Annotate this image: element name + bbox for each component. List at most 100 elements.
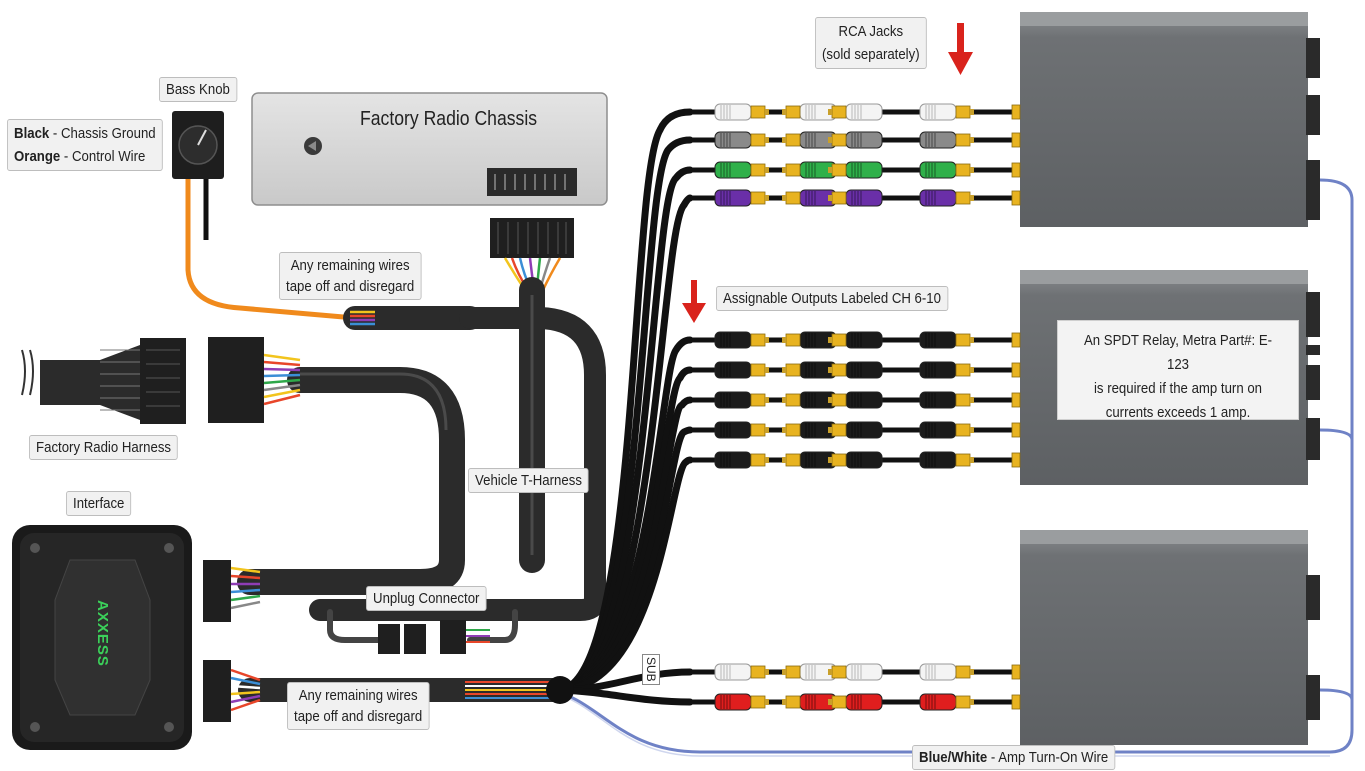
- rca-top-2-extender-left-b: [828, 161, 883, 179]
- blue-white-color: Blue/White: [919, 749, 988, 766]
- rca-assignable-0-extender-right: [919, 331, 974, 349]
- rca-assignable-1-row: [690, 361, 1021, 379]
- rca-assignable-2-extender-left: [782, 391, 837, 409]
- rca-assignable-4-amp-jack: [1011, 452, 1021, 468]
- rca-sub-0-plug-in: [714, 663, 769, 681]
- remaining-wires-bottom-label: Any remaining wires tape off and disrega…: [287, 682, 430, 730]
- orange-wire-desc: - Control Wire: [60, 148, 146, 165]
- rca-top-1-extender-left-b: [828, 131, 883, 149]
- rca-sub-0-extender-right: [919, 663, 974, 681]
- rca-assignable-2-extender-left-b: [828, 391, 883, 409]
- rca-assignable-2-extender-right: [919, 391, 974, 409]
- rca-top-0-extender-left: [782, 103, 837, 121]
- rca-assignable-0-row: [690, 331, 1021, 349]
- rca-sub-1-amp-jack: [1011, 694, 1021, 710]
- rca-top-3-extender-right: [919, 189, 974, 207]
- remaining-wires-top-label: Any remaining wires tape off and disrega…: [279, 252, 422, 300]
- rca-sub-1-row: [690, 693, 1021, 711]
- rca-jacks-line1: RCA Jacks: [838, 23, 904, 40]
- assignable-outputs-label: Assignable Outputs Labeled CH 6-10: [716, 286, 949, 311]
- rca-assignable-0-plug-in: [714, 331, 769, 349]
- factory-radio-chassis-title: Factory Radio Chassis: [360, 108, 538, 130]
- amplifier-top: [1020, 12, 1320, 227]
- relay-note-line1: An SPDT Relay, Metra Part#: E-123: [1083, 332, 1273, 373]
- relay-note: An SPDT Relay, Metra Part#: E-123 is req…: [1057, 320, 1299, 421]
- rca-sub-0-extender-left: [782, 663, 837, 681]
- rca-top-2-plug-in: [714, 161, 769, 179]
- rca-fan-cables: [556, 108, 694, 706]
- rca-assignable-3-plug-in: [714, 421, 769, 439]
- bass-knob-label: Bass Knob: [159, 77, 237, 102]
- rca-top-0-extender-right: [919, 103, 974, 121]
- factory-radio-harness-label: Factory Radio Harness: [29, 435, 179, 460]
- interface-connector-bottom: [203, 660, 261, 722]
- red-arrow-assignable: [682, 280, 706, 323]
- wire-tails-top: [350, 310, 375, 326]
- t-harness-connector: [208, 337, 301, 423]
- interface-logo: AXXESS: [94, 600, 111, 667]
- amp-turn-on-desc: - Amp Turn-On Wire: [987, 749, 1109, 766]
- rca-top-1-row: [690, 131, 1021, 149]
- rca-top-1-extender-left: [782, 131, 837, 149]
- rca-sub-1-extender-left-b: [828, 693, 883, 711]
- rca-assignable-4-row: [690, 451, 1021, 469]
- rca-sub-1-plug-in: [714, 693, 769, 711]
- rca-top-0-row: [690, 103, 1021, 121]
- rca-assignable-3-extender-left: [782, 421, 837, 439]
- rca-top-1-extender-right: [919, 131, 974, 149]
- rca-sub-0-extender-left-b: [828, 663, 883, 681]
- loom-highlights: [300, 295, 534, 555]
- rca-assignable-2-amp-jack: [1011, 392, 1021, 408]
- rca-top-0-amp-jack: [1011, 104, 1021, 120]
- remaining-wires-bottom-line1: Any remaining wires: [298, 687, 418, 704]
- rca-assignable-1-plug-in: [714, 361, 769, 379]
- remaining-wires-bottom-line2: tape off and disregard: [294, 708, 423, 725]
- rca-top-1-plug-in: [714, 131, 769, 149]
- rca-top-3-amp-jack: [1011, 190, 1021, 206]
- rca-top-1-amp-jack: [1011, 132, 1021, 148]
- rca-top-2-row: [690, 161, 1021, 179]
- interface-module: [12, 525, 192, 750]
- vehicle-t-harness-label: Vehicle T-Harness: [468, 468, 589, 493]
- orange-wire-color: Orange: [14, 148, 61, 165]
- rca-top-0-extender-left-b: [828, 103, 883, 121]
- rca-assignable-0-amp-jack: [1011, 332, 1021, 348]
- amp-turn-on-wire-label: Blue/White - Amp Turn-On Wire: [912, 745, 1116, 770]
- red-arrow-rca: [948, 23, 973, 75]
- rca-sub-0-amp-jack: [1011, 664, 1021, 680]
- rca-assignable-3-extender-left-b: [828, 421, 883, 439]
- rca-assignable-4-extender-right: [919, 451, 974, 469]
- interface-label: Interface: [66, 491, 132, 516]
- fan-bundle-boot: [546, 676, 574, 704]
- factory-radio-harness: [21, 338, 186, 424]
- rca-top-3-extender-left: [782, 189, 837, 207]
- rca-top-3-extender-left-b: [828, 189, 883, 207]
- rca-assignable-3-amp-jack: [1011, 422, 1021, 438]
- remaining-wires-top-line1: Any remaining wires: [290, 257, 410, 274]
- rca-assignable-3-extender-right: [919, 421, 974, 439]
- bass-knob-wire-legend: Black - Chassis Ground Orange - Control …: [7, 119, 163, 171]
- rca-sub-1-extender-right: [919, 693, 974, 711]
- rca-top-2-extender-right: [919, 161, 974, 179]
- rca-top-2-amp-jack: [1011, 162, 1021, 178]
- rca-assignable-4-plug-in: [714, 451, 769, 469]
- rca-assignable-1-extender-left-b: [828, 361, 883, 379]
- rca-jacks-label: RCA Jacks (sold separately): [815, 17, 927, 69]
- wire-tails-bottom: [465, 681, 555, 699]
- rca-assignable-2-row: [690, 391, 1021, 409]
- unplug-connector-label: Unplug Connector: [366, 586, 487, 611]
- bass-knob: [172, 111, 224, 240]
- relay-note-line2: is required if the amp turn on: [1093, 380, 1263, 397]
- rca-assignable-4-extender-left-b: [828, 451, 883, 469]
- unplug-connector-pair: [378, 620, 490, 654]
- rca-assignable-0-extender-left-b: [828, 331, 883, 349]
- rca-assignable-0-extender-left: [782, 331, 837, 349]
- rca-sub-0-row: [690, 663, 1021, 681]
- interface-connector-top: [203, 560, 261, 622]
- amplifier-bottom: [1020, 530, 1320, 745]
- rca-top-2-extender-left: [782, 161, 837, 179]
- rca-jacks-line2: (sold separately): [822, 46, 920, 63]
- rca-assignable-3-row: [690, 421, 1021, 439]
- rca-top-3-plug-in: [714, 189, 769, 207]
- rca-assignable-4-extender-left: [782, 451, 837, 469]
